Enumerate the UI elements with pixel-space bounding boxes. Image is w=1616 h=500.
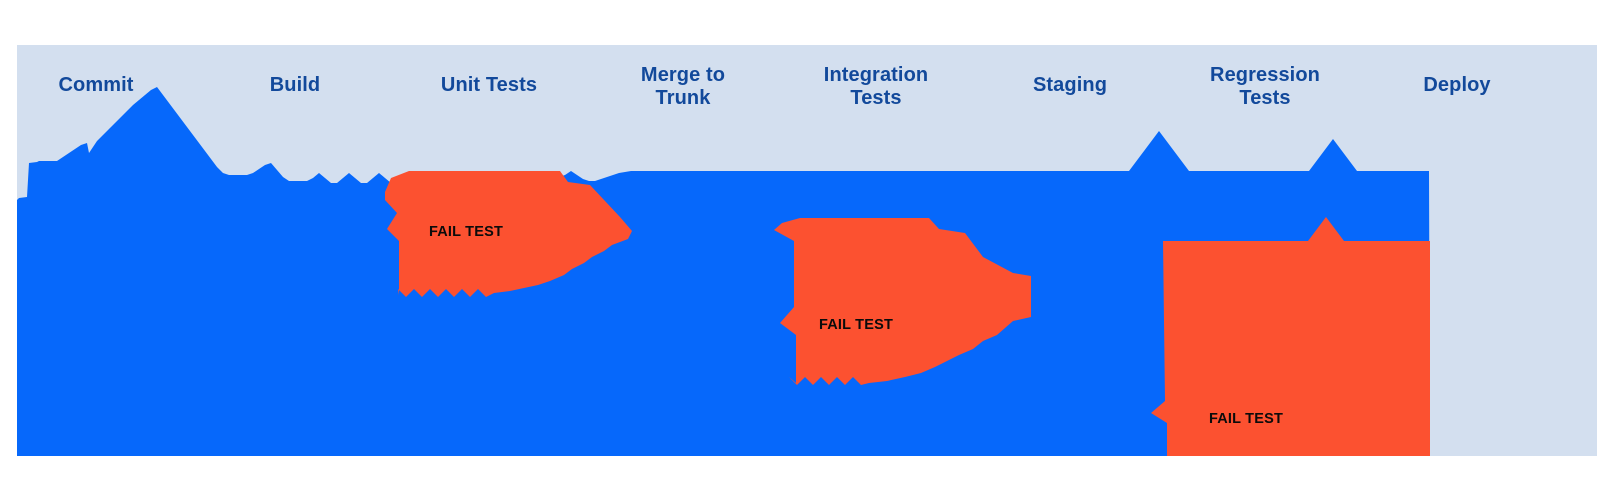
- fail-area-unit-tests-failure: [385, 171, 632, 297]
- fail-area-regression-tests-failure: [1151, 217, 1430, 456]
- waveform-graphic: [17, 87, 1430, 456]
- pipeline-panel: [17, 45, 1597, 456]
- pass-area: [17, 87, 1430, 456]
- fail-area-integration-tests-failure: [774, 218, 1031, 385]
